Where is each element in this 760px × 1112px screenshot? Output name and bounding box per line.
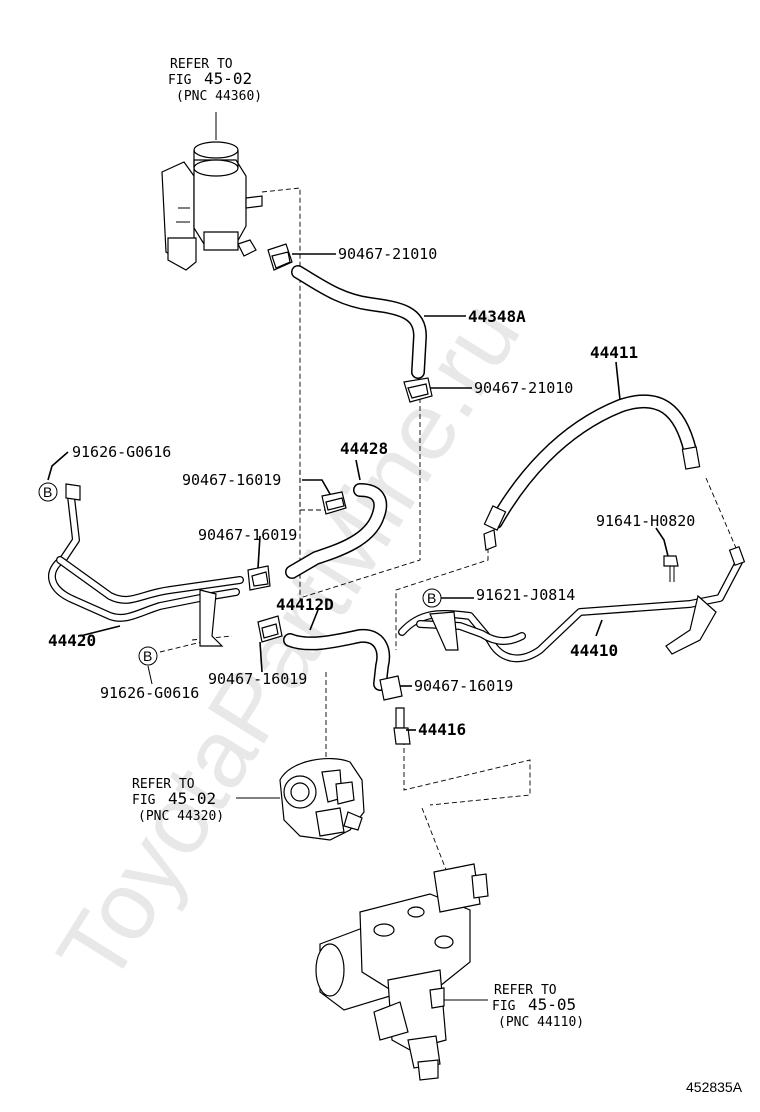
leader-91641 xyxy=(655,527,669,557)
ref-fig-label: FIG xyxy=(168,73,192,88)
label-44428[interactable]: 44428 xyxy=(340,439,388,458)
leader-clamp-44428-top xyxy=(302,479,331,495)
bolt-91641[interactable] xyxy=(663,555,679,582)
ref-fig-number: 45-05 xyxy=(528,995,576,1014)
label-44410[interactable]: 44410 xyxy=(570,641,618,660)
ref-pump: REFER TO FIG 45-02 (PNC 44320) xyxy=(132,777,224,824)
leader-91626-bottom xyxy=(147,665,153,685)
label-44420[interactable]: 44420 xyxy=(48,631,96,650)
leader-44411 xyxy=(615,361,621,401)
clamp-44412-bottom[interactable] xyxy=(257,615,283,643)
label-44348a[interactable]: 44348A xyxy=(468,307,526,326)
leader-clamp-44412-bot xyxy=(259,641,263,673)
ref-pnc: (PNC 44360) xyxy=(176,89,262,104)
hose-44412d[interactable] xyxy=(283,628,391,691)
ref-fig-label: FIG xyxy=(132,793,156,808)
label-91641[interactable]: 91641-H0820 xyxy=(596,512,695,530)
label-44411[interactable]: 44411 xyxy=(590,343,638,362)
ref-refer-text: REFER TO xyxy=(132,777,195,792)
guide-dash-8 xyxy=(421,807,451,881)
ref-refer-text: REFER TO xyxy=(494,983,557,998)
guide-dash-4 xyxy=(395,548,489,650)
marker-b-text: B xyxy=(43,484,52,500)
leader-44428 xyxy=(355,459,361,481)
label-44412d[interactable]: 44412D xyxy=(276,595,334,614)
ref-pnc: (PNC 44110) xyxy=(498,1015,584,1030)
guide-dash-5 xyxy=(705,477,737,549)
ref-fig-label: FIG xyxy=(492,999,516,1014)
ref-pnc: (PNC 44320) xyxy=(138,809,224,824)
label-clamp-44428-bottom[interactable]: 90467-16019 xyxy=(198,526,297,544)
leader-44420 xyxy=(79,625,121,637)
leader-clamp-44428-bot xyxy=(257,535,261,569)
ref-reservoir: REFER TO FIG 45-02 (PNC 44360) xyxy=(168,57,262,104)
label-44416[interactable]: 44416 xyxy=(418,720,466,739)
ref-refer-text: REFER TO xyxy=(170,57,233,72)
clamp-upper[interactable] xyxy=(267,243,293,271)
pipe-44420[interactable] xyxy=(48,483,244,647)
label-clamp-44416[interactable]: 90467-16019 xyxy=(414,677,513,695)
label-91621[interactable]: 91621-J0814 xyxy=(476,586,575,604)
union-44416[interactable] xyxy=(393,707,411,745)
ref-gear: REFER TO FIG 45-05 (PNC 44110) xyxy=(492,983,584,1030)
diagram-id: 452835A xyxy=(686,1079,743,1095)
clamp-44428-top[interactable] xyxy=(321,491,347,515)
marker-b-text: B xyxy=(143,648,152,664)
hose-44428[interactable] xyxy=(285,483,388,579)
clamp-44416[interactable] xyxy=(379,675,403,701)
guide-dash-3 xyxy=(299,398,421,599)
leader-44410 xyxy=(595,619,603,637)
pipe-44410[interactable] xyxy=(398,546,746,663)
ref-fig-number: 45-02 xyxy=(168,789,216,808)
marker-b-text: B xyxy=(427,590,436,606)
reservoir-assembly[interactable] xyxy=(161,141,263,271)
label-clamp-44412-bottom[interactable]: 90467-16019 xyxy=(208,670,307,688)
guide-dash-7 xyxy=(403,740,531,806)
leader-91626-top xyxy=(47,451,69,481)
marker-b-2[interactable]: B xyxy=(138,646,158,666)
steering-gear-assembly[interactable] xyxy=(315,863,489,1081)
hose-44348a[interactable] xyxy=(291,265,427,379)
pipe-44411[interactable] xyxy=(483,394,701,551)
label-clamp-mid[interactable]: 90467-21010 xyxy=(474,379,573,397)
marker-b-3[interactable]: B xyxy=(422,588,442,608)
pump-assembly[interactable] xyxy=(279,757,365,841)
marker-b-1[interactable]: B xyxy=(38,482,58,502)
guide-dash-1 xyxy=(261,187,301,600)
leader-44412d xyxy=(309,609,319,631)
ref-fig-number: 45-02 xyxy=(204,69,252,88)
label-clamp-upper[interactable]: 90467-21010 xyxy=(338,245,437,263)
label-clamp-44428-top[interactable]: 90467-16019 xyxy=(182,471,281,489)
label-91626-top[interactable]: 91626-G0616 xyxy=(72,443,171,461)
clamp-44428-bottom[interactable] xyxy=(247,565,271,591)
clamp-mid[interactable] xyxy=(403,377,433,403)
label-91626-bottom[interactable]: 91626-G0616 xyxy=(100,684,199,702)
